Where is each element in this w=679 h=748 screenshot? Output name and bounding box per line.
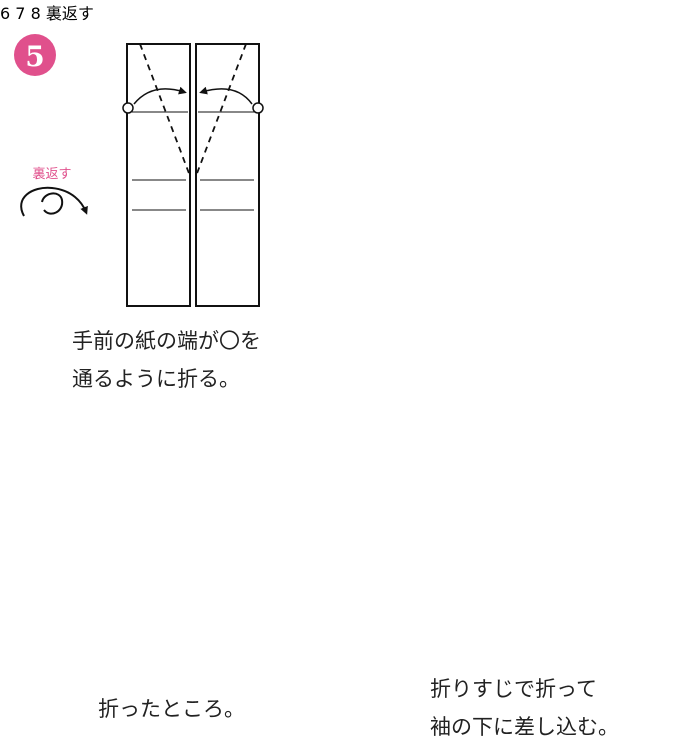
right-panel (195, 43, 260, 307)
fold-guide-lines (139, 43, 247, 177)
step-8-caption: 折りすじで折って 袖の下に差し込む。 (430, 670, 619, 746)
step-6: 6 (0, 4, 15, 23)
circle-marker-icon (122, 102, 134, 114)
caption-line: 手前の紙の端が〇を (72, 329, 261, 353)
circle-marker-icon (252, 102, 264, 114)
step-8-badge: 8 (31, 4, 46, 23)
turnover-label: 裏返す (32, 167, 71, 182)
step-8: 8 裏返す (31, 4, 94, 23)
step-7: 7 (15, 4, 30, 23)
step-7-caption: 折ったところ。 (98, 690, 245, 728)
fold-arrow-icon (133, 86, 187, 105)
step-6-badge: 6 (0, 4, 15, 23)
turn-over-indicator: 裏返す (20, 167, 88, 217)
turn-over-indicator: 裏返す (46, 4, 94, 23)
fold-arrow-icon (199, 86, 253, 105)
left-panel (126, 43, 191, 307)
caption-line: 折りすじで折って (430, 677, 597, 701)
caption-line: 折ったところ。 (98, 697, 245, 721)
turnover-label: 裏返す (45, 4, 94, 23)
step-7-number: 7 (15, 4, 26, 23)
step-6-number: 6 (0, 4, 11, 23)
turn-over-icon (20, 186, 88, 217)
step-5: 5 裏返す (14, 34, 264, 307)
caption-line: 袖の下に差し込む。 (430, 715, 619, 739)
caption-line: 通るように折る。 (72, 367, 240, 391)
step-5-badge: 5 (14, 34, 56, 76)
step-7-badge: 7 (15, 4, 30, 23)
step-8-number: 8 (30, 4, 41, 23)
step-5-figure (122, 43, 264, 307)
step-5-caption: 手前の紙の端が〇を 通るように折る。 (72, 322, 261, 398)
step-5-number: 5 (25, 40, 44, 73)
